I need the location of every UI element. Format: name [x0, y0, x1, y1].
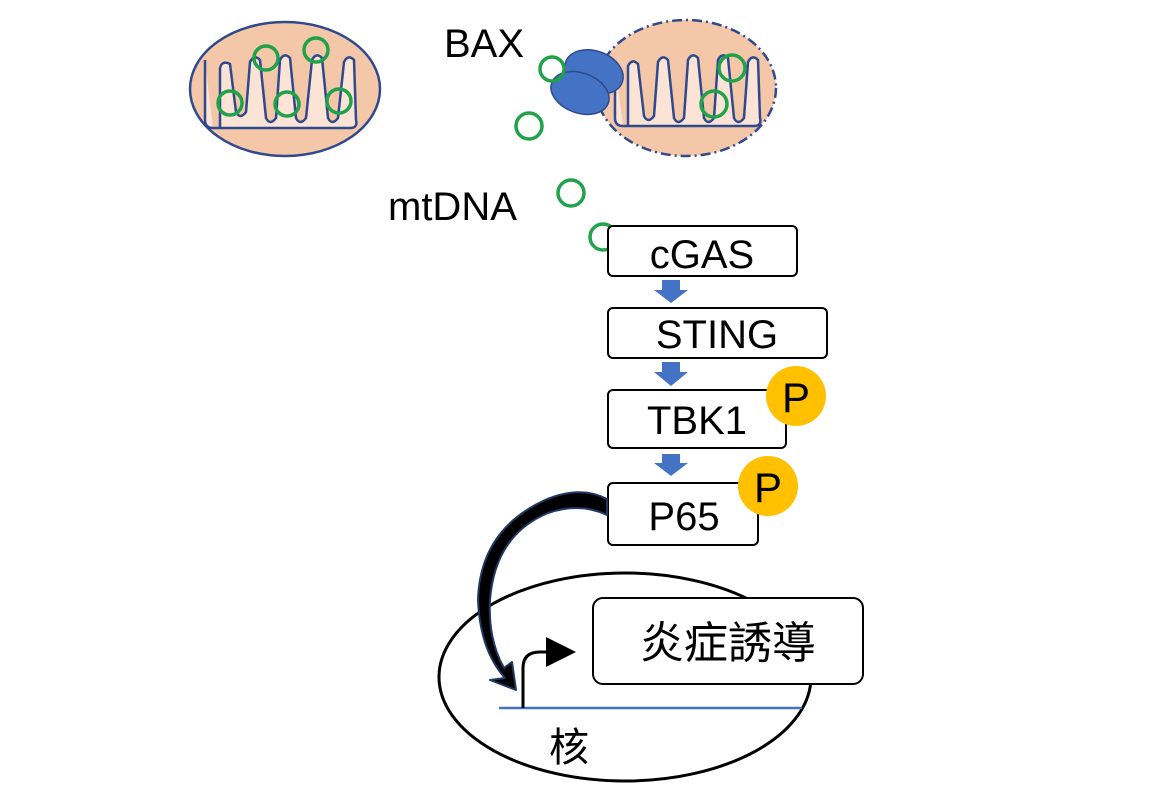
mtdna-ring — [717, 53, 747, 83]
phospho-badge-tbk1: P — [766, 366, 826, 426]
sting-label: STING — [656, 313, 778, 357]
mtdna-ring — [699, 89, 729, 119]
mtdna-ring-released — [538, 55, 566, 83]
cgas-box: cGAS — [607, 225, 798, 277]
mitochondrion-right — [594, 18, 778, 158]
mtdna-label: mtDNA — [388, 185, 517, 229]
inflammation-label: 炎症誘導 — [640, 618, 816, 669]
cgas-label: cGAS — [650, 233, 754, 277]
phospho-badge-p65: P — [738, 456, 798, 516]
svg-text:P: P — [782, 374, 810, 421]
tbk1-box: TBK1 — [607, 389, 787, 449]
mtdna-ring — [216, 89, 244, 117]
mtdna-ring-released — [514, 111, 544, 141]
mitochondrion-right-cristae — [613, 54, 762, 128]
sting-box: STING — [607, 307, 828, 359]
mtdna-ring — [273, 90, 301, 118]
inflammation-box: 炎症誘導 — [592, 597, 864, 685]
arrow-cgas-sting — [654, 280, 688, 303]
p65-label: P65 — [648, 495, 719, 539]
nucleus-label: 核 — [549, 725, 589, 771]
tbk1-label: TBK1 — [647, 399, 747, 443]
bax-protein — [550, 49, 624, 116]
mtdna-ring — [252, 44, 280, 72]
translocation-arrow — [477, 491, 608, 691]
mtdna-ring-released — [556, 178, 586, 208]
arrow-tbk1-p65 — [654, 454, 688, 476]
mtdna-ring — [302, 36, 330, 64]
promoter-arrow — [521, 637, 576, 708]
svg-text:P: P — [754, 464, 782, 511]
arrow-sting-tbk1 — [654, 362, 688, 386]
bax-label: BAX — [444, 22, 524, 66]
mitochondrion-left — [188, 20, 382, 158]
mitochondrion-left-cristae — [203, 54, 358, 130]
p65-box: P65 — [607, 482, 759, 546]
mtdna-ring — [325, 87, 353, 115]
